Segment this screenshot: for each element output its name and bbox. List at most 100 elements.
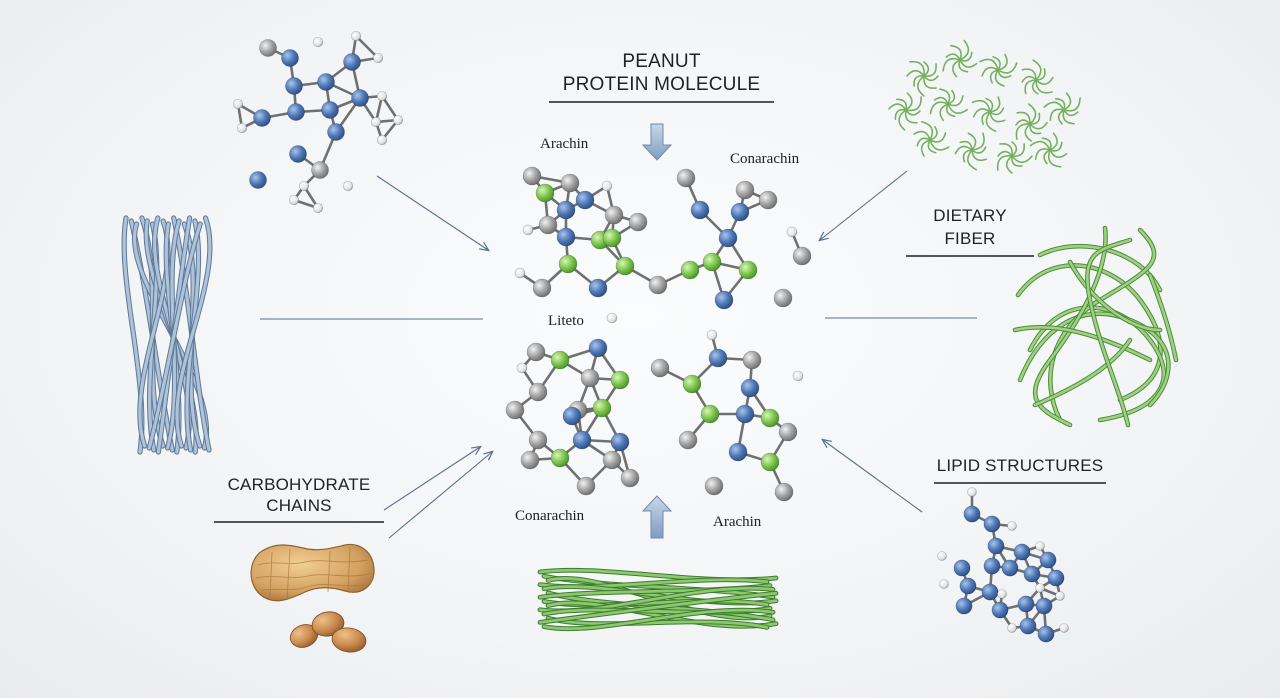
lipid-atoms — [937, 487, 1069, 643]
carbohydrate-line-2: CHAINS — [266, 496, 332, 515]
label-arachin-bottom: Arachin — [713, 514, 762, 530]
fiber-strand — [894, 108, 907, 120]
lipid-atom — [967, 487, 977, 497]
fiber-strand — [997, 62, 1018, 74]
fiber-strand — [954, 145, 973, 155]
fiber-strand — [1015, 123, 1031, 140]
central-atom — [516, 362, 528, 374]
fiber-strand — [920, 139, 931, 157]
central-atom — [505, 400, 525, 420]
lipid-atom — [1007, 623, 1017, 633]
fiber-strand — [967, 132, 977, 151]
fiber-strand — [959, 140, 973, 151]
lipid-structure-molecule — [937, 487, 1069, 643]
top-left-bond — [380, 94, 400, 122]
central-atom — [742, 350, 762, 370]
fiber-strand — [904, 109, 918, 124]
label-lipid-structures: LIPID STRUCTURES — [934, 454, 1106, 484]
lipid-atom — [953, 559, 971, 577]
fiber-strand — [981, 111, 991, 126]
lipid-atom — [1035, 597, 1053, 615]
label-liteto: Liteto — [548, 313, 584, 329]
fiber-strand — [997, 53, 1008, 71]
central-atom — [535, 183, 555, 203]
fiber-strand — [972, 108, 991, 118]
fiber-strand — [1035, 79, 1053, 94]
central-atom — [700, 404, 720, 424]
carbohydrate-fiber-bundle — [121, 215, 213, 455]
top-left-atom — [376, 134, 388, 146]
fiber-strand — [1057, 109, 1065, 125]
lipid-atom — [1037, 625, 1055, 643]
central-atoms — [505, 166, 812, 502]
central-atom — [610, 432, 630, 452]
top-left-atom — [343, 53, 361, 71]
fiber-strand — [985, 97, 994, 113]
fiber-strand — [1021, 75, 1037, 83]
fiber-strand — [1029, 112, 1041, 125]
central-atom — [690, 200, 710, 220]
central-atom — [708, 348, 728, 368]
carbohydrate-line-1: CARBOHYDRATE — [227, 475, 371, 494]
fiber-strand — [947, 95, 964, 107]
fiber-strand — [962, 149, 973, 163]
central-atom — [676, 168, 696, 188]
top-left-atom — [372, 52, 384, 64]
central-atom — [562, 406, 582, 426]
bundle-strand — [538, 591, 778, 624]
fiber-strand — [1011, 143, 1025, 157]
top-left-atom — [281, 49, 299, 67]
page-title: PEANUT PROTEIN MOLECULE — [549, 50, 774, 103]
fiber-strand — [913, 75, 925, 87]
fiber-strand — [1029, 140, 1051, 151]
central-atom — [728, 442, 748, 462]
fiber-strand — [1032, 59, 1042, 81]
lipid-atom — [987, 537, 1005, 555]
fiber-strand — [1034, 148, 1051, 160]
lipid-atom — [997, 589, 1007, 599]
central-atom — [740, 378, 760, 398]
central-atom — [620, 468, 640, 488]
fiber-strand — [939, 103, 949, 122]
tangle-strand — [1016, 264, 1162, 402]
central-bonds — [513, 174, 804, 494]
fiber-strand — [1047, 149, 1062, 168]
central-atom — [550, 448, 570, 468]
central-atom — [514, 267, 526, 279]
fiber-strand — [989, 69, 999, 84]
fiber-strand — [971, 99, 991, 113]
central-atom — [550, 350, 570, 370]
bundle-strand — [546, 616, 769, 629]
fiber-strand — [1024, 123, 1032, 142]
arrow-bottom-right — [823, 440, 923, 513]
fiber-strand — [979, 58, 999, 71]
tangle-strand — [1013, 326, 1152, 362]
fiber-strand — [1021, 68, 1037, 81]
central-atom — [538, 215, 558, 235]
lipid-atom — [955, 597, 973, 615]
fiber-strand — [959, 39, 970, 61]
fiber-strand — [929, 101, 949, 115]
carb-strand — [175, 216, 212, 448]
fiber-strand — [929, 132, 947, 143]
central-atom — [520, 450, 540, 470]
lipid-atom — [983, 515, 1001, 533]
fiber-strand — [945, 103, 956, 118]
top-left-atom — [259, 39, 277, 57]
arrow-bottom-left-1 — [383, 447, 480, 511]
central-atom — [758, 190, 778, 210]
central-atom — [615, 256, 635, 276]
fiber-strand — [905, 109, 921, 116]
central-atom — [628, 212, 648, 232]
central-atom — [560, 173, 580, 193]
fiber-strand — [929, 126, 938, 141]
top-left-atom — [312, 202, 324, 214]
central-atom — [774, 482, 794, 502]
central-atom — [760, 408, 780, 428]
fiber-strand — [1035, 68, 1046, 81]
top-left-atom — [392, 114, 404, 126]
label-arachin-top: Arachin — [540, 136, 589, 152]
fiber-strand — [916, 75, 925, 97]
fiber-strand — [1063, 97, 1081, 112]
